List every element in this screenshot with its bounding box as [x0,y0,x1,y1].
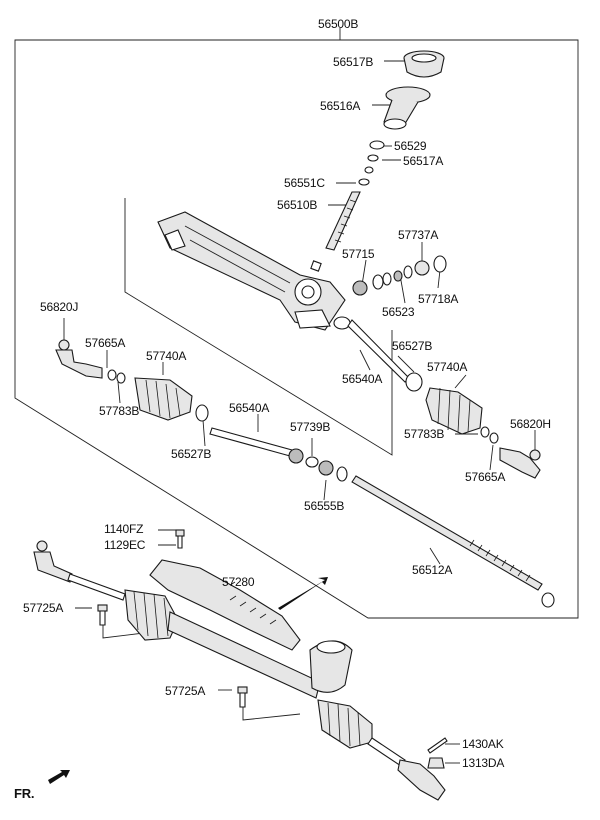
label-56510B: 56510B [277,198,318,212]
label-57740A-left: 57740A [146,349,187,363]
fr-arrow-icon [48,770,70,784]
label-1430AK: 1430AK [462,737,504,751]
bolt-57725A-top [97,604,108,626]
tie-rod-end-right [499,447,541,479]
label-56540A-left: 56540A [229,401,270,415]
assembled-steering-gear [33,540,446,801]
label-57280: 57280 [222,575,255,589]
label-57665A-right: 57665A [465,470,506,484]
label-56516A: 56516A [320,99,361,113]
label-56551C: 56551C [284,176,325,190]
label-56517A: 56517A [403,154,444,168]
label-56555B: 56555B [304,499,345,513]
label-1140FZ: 1140FZ [104,522,144,536]
label-fr: FR. [14,786,35,801]
pinion-housing-cap [403,50,445,78]
heat-shield [149,559,301,651]
assembly-frame [14,28,579,619]
label-56500B: 56500B [318,17,359,31]
pinion-housing-boot [383,86,431,130]
label-56527B-right: 56527B [392,339,433,353]
rack-bar [351,475,555,608]
label-57725A-bottom: 57725A [165,684,206,698]
label-57665A-left: 57665A [85,336,126,350]
label-57740A-right: 57740A [427,360,468,374]
label-56512A: 56512A [412,563,453,577]
label-56820J: 56820J [40,300,79,314]
label-1129EC: 1129EC [104,538,146,552]
castle-nut [427,757,445,769]
label-56820H: 56820H [510,417,551,431]
boot-left [134,377,209,422]
boot-right [425,387,499,444]
label-56529: 56529 [394,139,427,153]
label-56523: 56523 [382,305,415,319]
label-56517B: 56517B [333,55,374,69]
label-56540A-right: 56540A [342,372,383,386]
cotter-pin [427,737,448,754]
label-57737A: 57737A [398,228,439,242]
pinion-shaft [310,191,361,272]
label-57739B: 57739B [290,420,331,434]
label-1313DA: 1313DA [462,756,505,770]
bolt-57725A-bottom [237,686,248,708]
label-57715: 57715 [342,247,375,261]
inner-tie-rod-right [333,316,423,392]
tie-rod-end-left [55,339,126,384]
label-57725A-top: 57725A [23,601,64,615]
bolt-1140FZ [175,529,185,549]
direction-arrow-mid [278,577,328,610]
label-56527B-left: 56527B [171,447,212,461]
label-57783B-left: 57783B [99,404,140,418]
yoke-parts [352,255,447,296]
gear-housing-upper [157,211,346,331]
small-seal-rings [358,140,385,186]
label-57718A: 57718A [418,292,459,306]
label-57783B-right: 57783B [404,427,445,441]
inner-tie-rod-left [209,427,348,482]
